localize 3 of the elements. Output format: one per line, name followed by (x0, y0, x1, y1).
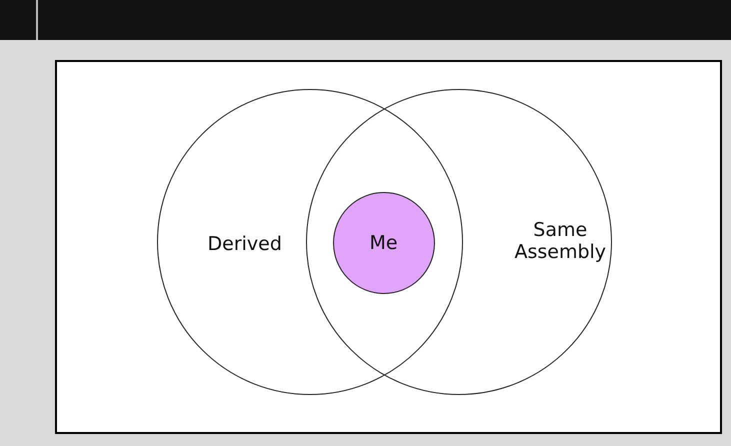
set-label: Same Assembly (513, 218, 608, 262)
set-label: Derived (208, 232, 282, 254)
set-label: Me (370, 232, 398, 254)
